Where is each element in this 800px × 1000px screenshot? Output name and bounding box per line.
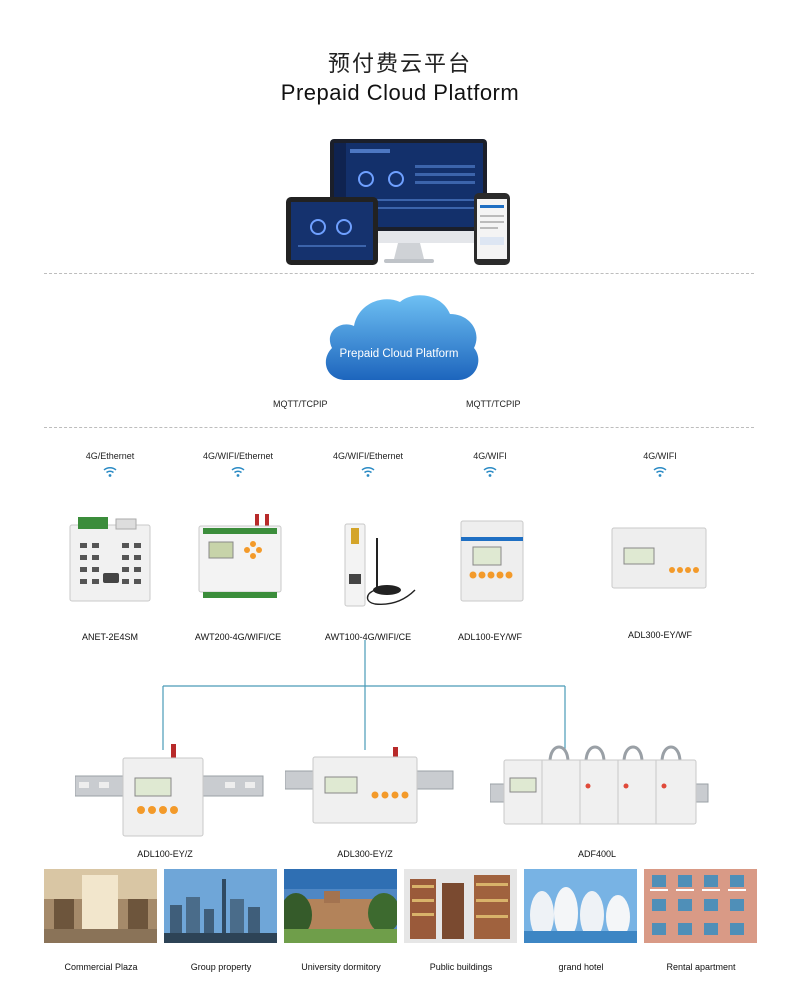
device-model-label: AWT200-4G/WIFI/CE — [194, 632, 282, 642]
connection-label: 4G/WIFI/Ethernet — [332, 451, 404, 461]
connection-label: 4G/WIFI — [643, 451, 677, 461]
group-property-photo — [164, 869, 277, 943]
rental-apartment-photo — [644, 869, 757, 943]
adl100-ey-z-meter-image — [75, 744, 264, 837]
connection-label: 4G/WIFI/Ethernet — [202, 451, 274, 461]
connection-label: 4G/WIFI — [473, 451, 507, 461]
application-label: Commercial Plaza — [64, 962, 138, 972]
adl300-ey-z-meter-image — [285, 747, 454, 824]
phone-icon — [474, 193, 510, 265]
protocol-label: MQTT/TCPIP — [466, 399, 521, 409]
application-label: Rental apartment — [666, 962, 736, 972]
connector-lines — [162, 640, 566, 750]
cloud-label: Prepaid Cloud Platform — [339, 348, 459, 360]
application-label: Public buildings — [429, 962, 493, 972]
device-model-label: ADL100-EY/WF — [457, 632, 523, 642]
awt100-gateway-image — [344, 523, 416, 607]
connection-label: 4G/Ethernet — [85, 451, 135, 461]
application-label: Group property — [190, 962, 252, 972]
protocol-label: MQTT/TCPIP — [273, 399, 328, 409]
meter-model-label: ADL100-EY/Z — [137, 849, 193, 859]
wifi-icon — [653, 466, 667, 477]
platform-devices-illustration — [286, 139, 510, 265]
adl300-ey-wf-meter-image — [611, 527, 707, 589]
commercial-plaza-photo — [44, 869, 157, 943]
meter-model-label: ADF400L — [577, 849, 617, 859]
anet-gateway-image — [69, 517, 151, 602]
awt200-gateway-image — [198, 514, 282, 598]
section-divider — [44, 273, 754, 274]
application-label: University dormitory — [301, 962, 381, 972]
wifi-icon — [103, 466, 117, 477]
page-title: Prepaid Cloud Platform — [280, 80, 520, 105]
wifi-icon — [483, 466, 497, 477]
university-dormitory-photo — [284, 869, 397, 943]
adf400l-meter-image — [490, 745, 709, 825]
cloud-icon — [325, 295, 479, 380]
device-model-label: AWT100-4G/WIFI/CE — [324, 632, 412, 642]
public-buildings-photo — [404, 869, 517, 943]
meter-model-label: ADL300-EY/Z — [337, 849, 393, 859]
tablet-icon — [286, 197, 378, 265]
page-title-cn: 预付费云平台 — [327, 52, 472, 77]
device-model-label: ADL300-EY/WF — [627, 630, 693, 640]
adl100-ey-wf-meter-image — [460, 520, 524, 602]
device-model-label: ANET-2E4SM — [81, 632, 139, 642]
section-divider — [44, 427, 754, 428]
grand-hotel-photo — [524, 869, 637, 943]
wifi-icon — [361, 466, 375, 477]
wifi-icon — [231, 466, 245, 477]
application-label: grand hotel — [558, 962, 604, 972]
